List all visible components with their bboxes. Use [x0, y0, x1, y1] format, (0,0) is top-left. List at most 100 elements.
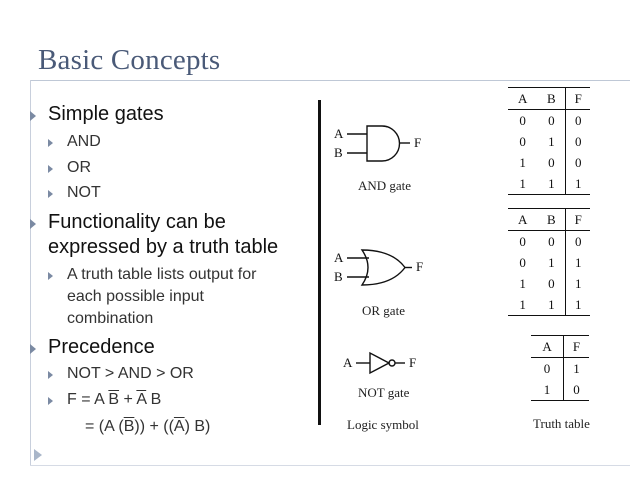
and-header-b: B — [546, 90, 556, 106]
expansion-prefix: = (A ( — [85, 418, 124, 435]
bullet-marker-icon — [48, 190, 53, 198]
table-cell: 0 — [565, 131, 590, 152]
bullet-precedence-order: NOT > AND > OR — [67, 365, 194, 382]
table-cell: 1 — [519, 275, 526, 291]
not-input-a: A — [343, 355, 353, 370]
bullet-truth-table-line3: combination — [67, 310, 154, 327]
not-header-a: A — [542, 338, 552, 354]
bullet-truth-table-line1: A truth table lists output for — [67, 266, 257, 283]
bullet-marker-icon — [30, 111, 36, 121]
table-cell: 0 — [548, 112, 555, 128]
slide-title: Basic Concepts — [38, 44, 221, 76]
table-cell: 1 — [543, 381, 551, 397]
and-gate-caption: AND gate — [358, 178, 412, 193]
table-cell: 1 — [565, 173, 590, 195]
bullet-marker-icon — [48, 165, 53, 173]
table-cell: 0 — [519, 133, 526, 149]
bullet-functionality-line2: expressed by a truth table — [48, 236, 279, 258]
table-cell: 0 — [519, 112, 526, 128]
bullet-not: NOT — [67, 184, 101, 201]
or-header-b: B — [546, 211, 556, 227]
table-cell: 0 — [548, 233, 555, 249]
bullet-formula: F = A B + A B — [67, 391, 161, 409]
bullet-marker-icon — [48, 272, 53, 280]
slide-arrow-icon — [34, 449, 42, 461]
and-header-a: A — [517, 90, 528, 106]
table-cell: 1 — [519, 154, 526, 170]
table-cell: 0 — [565, 152, 590, 173]
table-cell: 1 — [565, 294, 590, 316]
table-cell: 1 — [548, 175, 555, 191]
table-cell: 0 — [548, 154, 555, 170]
bullet-or: OR — [67, 159, 91, 176]
or-input-b: B — [334, 269, 343, 284]
or-header-f: F — [565, 208, 590, 231]
and-input-b: B — [334, 145, 343, 160]
logic-symbol-caption: Logic symbol — [347, 417, 419, 432]
and-output-f: F — [414, 135, 421, 150]
table-cell: 1 — [548, 254, 555, 270]
or-gate-caption: OR gate — [362, 303, 405, 318]
table-cell: 1 — [519, 296, 526, 312]
not-header-f: F — [563, 335, 589, 358]
bullet-marker-icon — [48, 371, 53, 379]
table-cell: 0 — [565, 230, 590, 252]
formula-prefix: F = A — [67, 391, 109, 408]
and-header-f: F — [565, 87, 590, 110]
not-output-f: F — [409, 355, 416, 370]
left-border — [30, 80, 31, 466]
not-gate-symbol — [356, 351, 405, 375]
bullet-marker-icon — [48, 397, 53, 405]
expansion-suffix: ) B) — [184, 418, 211, 435]
bullet-and: AND — [67, 133, 101, 150]
truth-table-caption: Truth table — [533, 416, 590, 431]
table-cell: 1 — [565, 273, 590, 294]
formula-suffix: B — [146, 391, 162, 408]
formula-plus: + — [119, 391, 137, 408]
or-gate-symbol — [347, 249, 412, 286]
formula-expansion: = (A (B)) + ((A) B) — [85, 418, 210, 436]
table-cell: 0 — [519, 254, 526, 270]
table-cell: 1 — [563, 357, 589, 379]
bullet-truth-table-line2: each possible input — [67, 288, 204, 305]
bottom-border — [30, 465, 630, 466]
and-gate-symbol — [347, 125, 410, 162]
diagram-separator — [318, 100, 321, 425]
bullet-marker-icon — [30, 219, 36, 229]
table-cell: 0 — [548, 275, 555, 291]
table-cell: 1 — [548, 133, 555, 149]
and-input-a: A — [334, 126, 344, 141]
table-cell: 0 — [519, 233, 526, 249]
table-cell: 1 — [565, 252, 590, 273]
bullet-precedence: Precedence — [48, 336, 155, 358]
title-divider — [30, 80, 630, 81]
not-gate-caption: NOT gate — [358, 385, 410, 400]
bullet-simple-gates: Simple gates — [48, 103, 164, 125]
or-input-a: A — [334, 250, 344, 265]
formula-a-complement: A — [136, 391, 147, 408]
bullet-marker-icon — [48, 139, 53, 147]
bullet-marker-icon — [30, 344, 36, 354]
expansion-mid: )) + (( — [134, 418, 174, 435]
bullet-functionality-line1: Functionality can be — [48, 211, 226, 233]
table-cell: 0 — [565, 109, 590, 131]
table-cell: 0 — [563, 379, 589, 401]
formula-b-complement: B — [108, 391, 120, 408]
expansion-a-complement: A — [173, 418, 185, 435]
table-cell: 1 — [519, 175, 526, 191]
expansion-b-complement: B — [123, 418, 135, 435]
or-output-f: F — [416, 259, 423, 274]
